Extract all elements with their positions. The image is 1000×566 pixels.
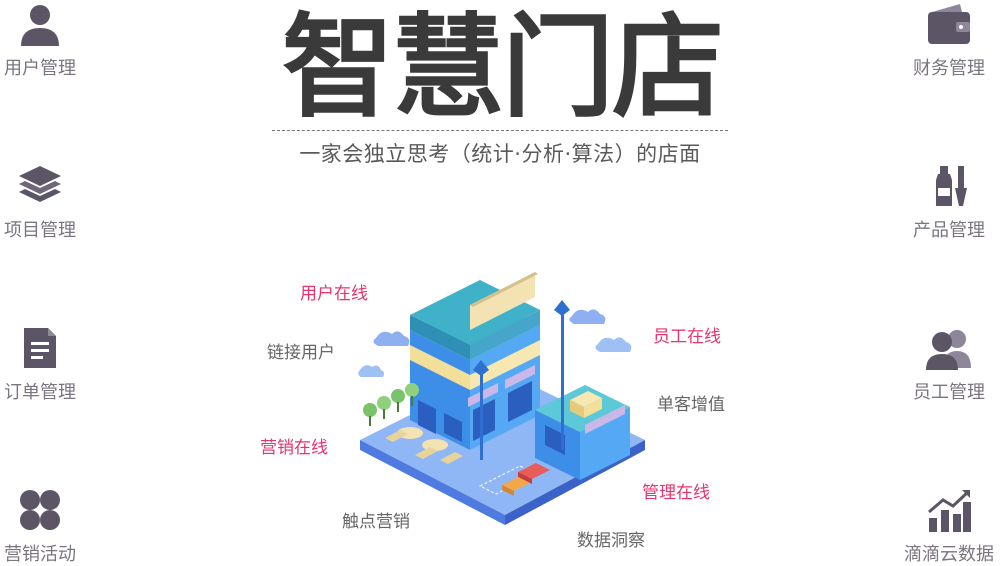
nav-item-marketing-activities[interactable]: 营销活动 bbox=[0, 488, 100, 566]
document-icon bbox=[24, 328, 56, 368]
tag-data-insight: 数据洞察 bbox=[577, 531, 645, 551]
bar-chart-icon bbox=[928, 490, 971, 532]
nav-label: 项目管理 bbox=[4, 220, 76, 241]
nav-item-finance-management[interactable]: 财务管理 bbox=[889, 2, 1000, 80]
nav-label: 滴滴云数据 bbox=[904, 544, 994, 565]
nav-label: 员工管理 bbox=[913, 382, 985, 403]
tag-marketing-online: 营销在线 bbox=[260, 438, 328, 458]
page-title: 智慧门店 bbox=[282, 3, 724, 133]
layers-icon bbox=[19, 166, 61, 202]
wallet-icon bbox=[928, 4, 970, 44]
grid-icon bbox=[20, 490, 60, 530]
nav-item-didi-cloud-data[interactable]: 滴滴云数据 bbox=[889, 488, 1000, 566]
nav-label: 财务管理 bbox=[913, 58, 985, 79]
tag-management-online: 管理在线 bbox=[642, 483, 710, 503]
nav-label: 营销活动 bbox=[4, 544, 76, 565]
title-divider bbox=[272, 130, 728, 131]
tag-order-value: 单客增值 bbox=[657, 395, 725, 415]
nav-label: 订单管理 bbox=[4, 382, 76, 403]
nav-item-user-management[interactable]: 用户管理 bbox=[0, 2, 100, 80]
tag-touchpoint-marketing: 触点营销 bbox=[342, 512, 410, 532]
tag-user-online: 用户在线 bbox=[300, 284, 368, 304]
nav-item-staff-management[interactable]: 员工管理 bbox=[889, 326, 1000, 404]
nav-label: 用户管理 bbox=[4, 58, 76, 79]
nav-label: 产品管理 bbox=[913, 220, 985, 241]
tag-link-users: 链接用户 bbox=[267, 343, 335, 363]
smart-store-illustration bbox=[358, 272, 645, 525]
user-icon bbox=[21, 5, 59, 46]
tag-staff-online: 员工在线 bbox=[653, 327, 721, 347]
users-icon bbox=[926, 330, 971, 370]
nav-item-order-management[interactable]: 订单管理 bbox=[0, 326, 100, 404]
nav-item-product-management[interactable]: 产品管理 bbox=[889, 164, 1000, 242]
nav-item-project-management[interactable]: 项目管理 bbox=[0, 164, 100, 242]
bottle-icon bbox=[936, 166, 967, 206]
page-subtitle: 一家会独立思考（统计·分析·算法）的店面 bbox=[299, 142, 701, 166]
